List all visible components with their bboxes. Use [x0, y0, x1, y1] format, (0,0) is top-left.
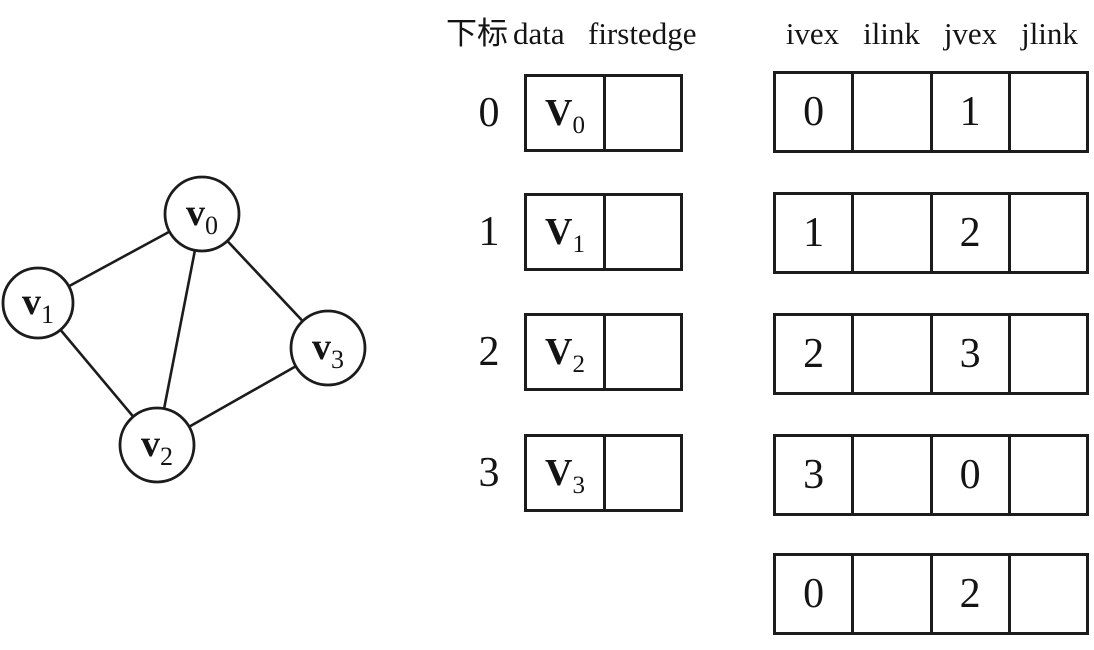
- vertex-table-header-index: 下标: [446, 16, 508, 51]
- vertex-data-cell: V2: [527, 316, 606, 388]
- edge-cell-jlink: [1011, 437, 1086, 513]
- edge-cell-jlink: [1011, 74, 1086, 150]
- edge-table-header-jlink: jlink: [1021, 16, 1078, 51]
- edge-node-row-0: 0 1: [773, 71, 1089, 153]
- edge-cell-jvex: 2: [933, 556, 1011, 632]
- graph-node-v1: [1, 266, 75, 340]
- vertex-data-label: V1: [545, 211, 585, 258]
- vertex-row-index: 1: [478, 209, 500, 255]
- edge-table-header-jvex: jvex: [943, 16, 998, 51]
- vertex-row-1: 1 V1: [458, 193, 683, 271]
- edge-cell-ivex: 2: [776, 316, 855, 392]
- vertex-node-box: V1: [524, 193, 683, 271]
- vertex-table-header-firstedge: firstedge: [588, 16, 697, 51]
- vertex-node-box: V2: [524, 313, 683, 391]
- graph-node-v2: [118, 406, 196, 484]
- edge-cell-ivex: 1: [776, 195, 855, 271]
- vertex-node-box: V0: [524, 74, 683, 152]
- edge-cell-ilink: [854, 556, 933, 632]
- edge-table-headers: ivex ilink jvex jlink: [773, 14, 1089, 54]
- edge-node-row-4: 0 2: [773, 553, 1089, 635]
- edge-node-row-1: 1 2: [773, 192, 1089, 274]
- vertex-node-box: V3: [524, 434, 683, 512]
- vertex-firstedge-cell: [606, 316, 680, 388]
- vertex-table-header-data: data: [513, 16, 565, 51]
- vertex-firstedge-cell: [606, 437, 680, 509]
- vertex-row-index: 0: [478, 90, 500, 136]
- edge-table-header-ivex: ivex: [785, 16, 840, 51]
- edge-node-row-3: 3 0: [773, 434, 1089, 516]
- vertex-data-cell: V1: [527, 196, 606, 268]
- vertex-data-label: V2: [545, 331, 585, 378]
- vertex-row-index: 2: [478, 329, 500, 375]
- graph-node-v0: [163, 175, 241, 253]
- edge-cell-jvex: 0: [933, 437, 1011, 513]
- edge-cell-jlink: [1011, 316, 1086, 392]
- graph-node-label-v2: v2: [141, 423, 173, 471]
- graph-svg: v0 v1 v2 v3: [1, 175, 367, 484]
- edge-cell-ivex: 3: [776, 437, 855, 513]
- edge-node-row-2: 2 3: [773, 313, 1089, 395]
- vertex-data-cell: V3: [527, 437, 606, 509]
- edge-cell-ilink: [854, 195, 933, 271]
- graph-edge-v0-v2: [155, 213, 204, 446]
- vertex-data-cell: V0: [527, 77, 606, 149]
- vertex-row-3: 3 V3: [458, 434, 683, 512]
- edge-cell-ilink: [854, 437, 933, 513]
- graph-node-label-v1: v1: [22, 281, 54, 329]
- graph-node-v3: [289, 309, 367, 387]
- edge-cell-jlink: [1011, 556, 1086, 632]
- edge-cell-ilink: [854, 74, 933, 150]
- edge-cell-jvex: 3: [933, 316, 1011, 392]
- edge-cell-ivex: 0: [776, 74, 855, 150]
- edge-cell-jlink: [1011, 195, 1086, 271]
- vertex-firstedge-cell: [606, 196, 680, 268]
- graph-node-label-v3: v3: [312, 326, 344, 374]
- vertex-data-label: V3: [545, 452, 585, 499]
- edge-cell-ilink: [854, 316, 933, 392]
- graph-node-label-v0: v0: [186, 192, 218, 240]
- edge-cell-jvex: 2: [933, 195, 1011, 271]
- edge-cell-ivex: 0: [776, 556, 855, 632]
- vertex-row-0: 0 V0: [458, 74, 683, 152]
- vertex-row-2: 2 V2: [458, 313, 683, 391]
- vertex-data-label: V0: [545, 92, 585, 139]
- vertex-firstedge-cell: [606, 77, 680, 149]
- edge-cell-jvex: 1: [933, 74, 1011, 150]
- edge-table-header-ilink: ilink: [863, 16, 920, 51]
- vertex-row-index: 3: [478, 450, 500, 496]
